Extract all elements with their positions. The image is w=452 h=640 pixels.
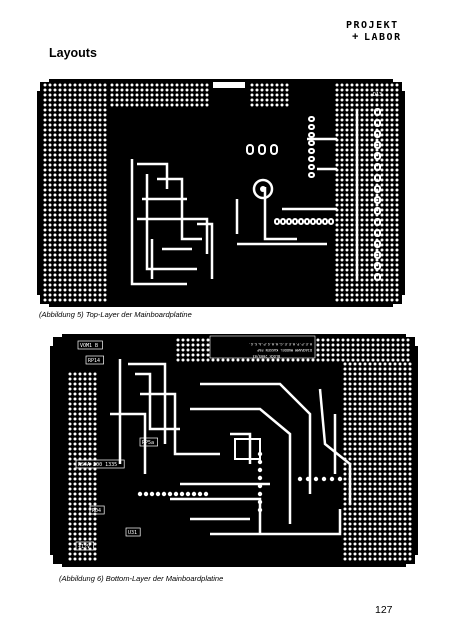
bottom-board-text-3: BLOCK 2005/03 — [253, 354, 280, 358]
bottom-corner-mark-2 — [50, 555, 62, 567]
pcb-bottom-layer-image: H.E.P.P.H.E.E.G.H.H.S.P.A.S.G. DIAGRAMM M… — [50, 334, 418, 567]
bottom-grid-right — [343, 362, 412, 561]
page-number: 127 — [375, 604, 393, 616]
top-edge-notch — [213, 82, 245, 88]
bottom-silk-label-6: +12V — [78, 544, 90, 550]
top-corner-mark-1 — [393, 79, 405, 91]
pcb-bottom-layer-drawing: H.E.P.P.H.E.E.G.H.H.S.P.A.S.G. DIAGRAMM M… — [50, 334, 418, 567]
pcb-top-layer-image: D13 — [37, 79, 405, 307]
top-crystal-pad — [252, 178, 274, 200]
bottom-silk-label-4: RD4 — [92, 508, 101, 514]
top-grid-upper-right — [250, 83, 289, 107]
bottom-label-box-3 — [75, 459, 125, 469]
pcb-top-layer-drawing: D13 — [37, 79, 405, 307]
top-corner-mark-2 — [37, 295, 49, 307]
top-grid-left — [43, 83, 107, 302]
top-crystal-center — [260, 186, 266, 192]
bottom-silk-label-3: RS4A 200 1335 — [78, 462, 117, 468]
top-grid-upper — [110, 83, 209, 107]
top-grid-right — [335, 83, 399, 302]
bottom-silk-label-5: U31 — [128, 530, 137, 536]
bottom-pads — [137, 451, 343, 513]
bottom-traces — [110, 359, 352, 536]
projekt-labor-logo: PROJEKT + LABOR — [344, 18, 434, 48]
bottom-regulator-pad — [234, 438, 261, 460]
bottom-title-block — [209, 335, 316, 359]
top-silk-label: D13 — [373, 92, 382, 98]
bottom-corner-mark-1 — [406, 334, 418, 346]
bottom-label-box-0 — [77, 340, 103, 350]
bottom-board-text-2: DIAGRAMM MUDDEL KASSEN PAP — [257, 348, 312, 352]
figure-5-caption: (Abbildung 5) Top-Layer der Mainboardpla… — [39, 310, 192, 319]
top-corner-mark-0 — [37, 79, 49, 91]
bottom-label-box-4 — [89, 505, 105, 515]
top-traces — [130, 109, 359, 286]
bottom-label-box-2 — [139, 437, 158, 447]
bottom-silk-label-0: VOM1 B — [80, 343, 98, 349]
bottom-label-box-5 — [125, 527, 141, 537]
top-corner-mark-3 — [393, 295, 405, 307]
section-heading: Layouts — [49, 46, 97, 60]
logo-text-line1: PROJEKT — [346, 20, 399, 31]
bottom-silk-label-2: RP5a — [142, 440, 154, 446]
bottom-silk-label-1: RP14 — [88, 358, 100, 364]
bottom-label-box-1 — [85, 355, 104, 365]
bottom-corner-mark-3 — [406, 555, 418, 567]
logo-text-line2: LABOR — [364, 32, 402, 43]
bottom-board-text-1: H.E.P.P.H.E.E.G.H.H.S.P.A.S.G. — [249, 342, 312, 346]
top-pads — [246, 108, 381, 281]
bottom-label-box-6 — [75, 541, 94, 551]
bottom-corner-mark-0 — [50, 334, 62, 346]
figure-6-caption: (Abbildung 6) Bottom-Layer der Mainboard… — [59, 574, 224, 583]
logo-plus-icon: + — [352, 31, 359, 43]
